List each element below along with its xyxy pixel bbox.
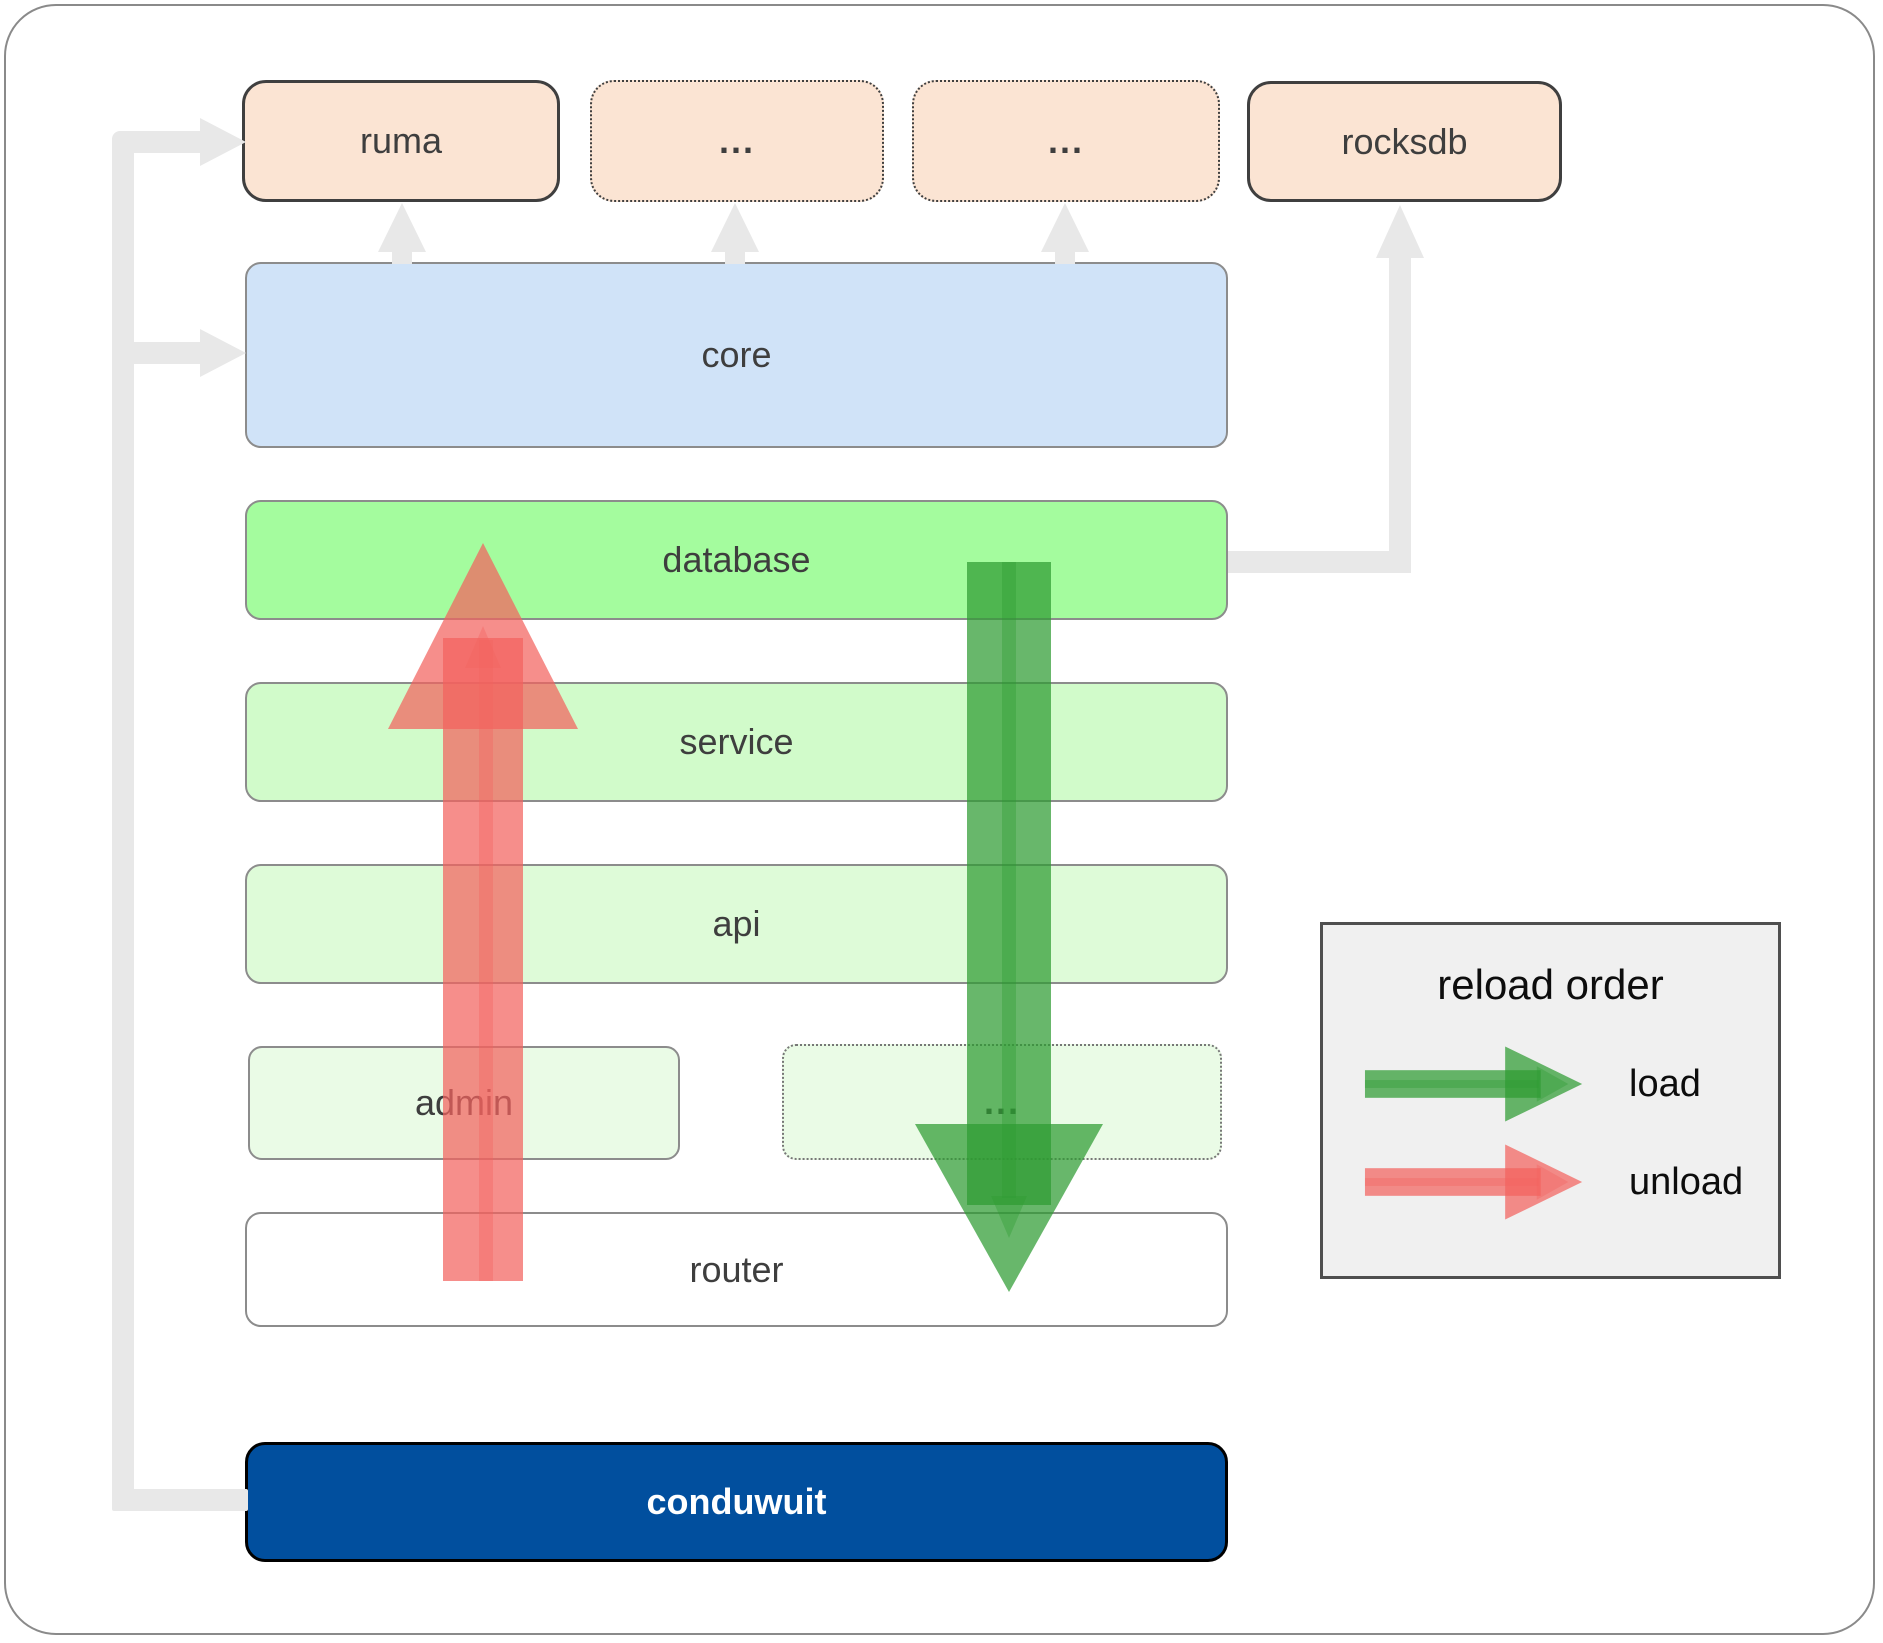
node-ruma-label: ruma [359,120,443,161]
legend-load-label: load [1629,1062,1701,1105]
node-api-label: api [712,903,761,944]
node-database: database [245,500,1228,620]
node-ruma: ruma [242,80,560,202]
node-database-label: database [662,539,811,580]
node-admin: admin [248,1046,680,1160]
node-api: api [245,864,1228,984]
node-dependency-ellipsis-1: ... [590,80,884,202]
node-router: router [245,1212,1228,1327]
node-router-label: router [689,1248,784,1290]
diagram-frame [4,4,1875,1635]
node-core-label: core [701,334,772,375]
unload-arrow-icon [1364,1144,1583,1220]
legend-title: reload order [1437,961,1664,1008]
node-service: service [245,682,1228,802]
node-dependency-ellipsis-2: ... [912,80,1220,202]
node-service-label: service [679,721,794,762]
node-conduwuit-label: conduwuit [646,1481,827,1522]
legend-unload-label: unload [1629,1160,1744,1203]
node-conduwuit: conduwuit [245,1442,1228,1562]
node-dependency-ellipsis-2-label: ... [1047,120,1084,161]
node-dependency-ellipsis-1-label: ... [718,120,755,161]
node-core: core [245,262,1228,448]
node-admin-label: admin [414,1082,514,1123]
node-service-ellipsis: ... [782,1044,1222,1160]
node-rocksdb: rocksdb [1247,81,1562,202]
legend-panel: reload order load unload [1320,922,1781,1279]
load-arrow-icon [1364,1046,1583,1122]
node-service-ellipsis-label: ... [983,1081,1020,1122]
legend-row-unload: unload [1363,1141,1743,1223]
legend-row-load: load [1363,1043,1701,1125]
node-rocksdb-label: rocksdb [1341,120,1468,162]
